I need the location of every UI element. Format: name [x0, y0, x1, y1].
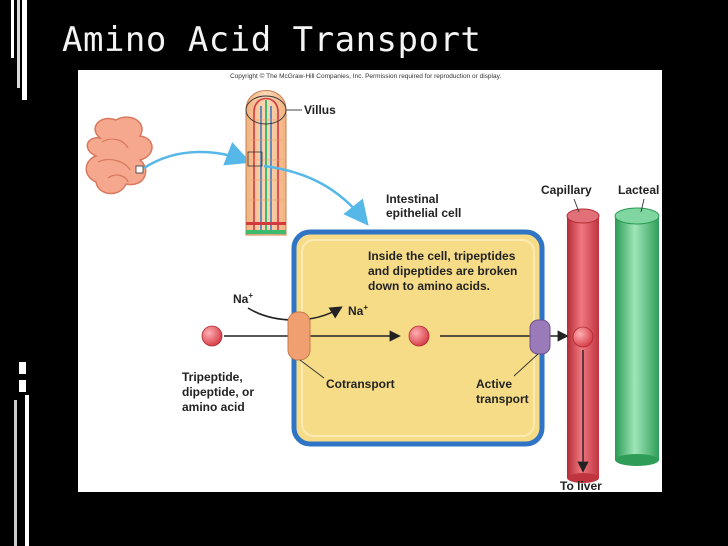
edge-bar-top-2: [17, 0, 20, 88]
to-liver-label: To liver: [560, 479, 602, 492]
zoom-arrow-intestine: [143, 142, 252, 170]
edge-bar-bottom-4: [14, 400, 17, 546]
molecule-label-line3: amino acid: [182, 400, 245, 414]
slide-title: Amino Acid Transport: [62, 20, 482, 60]
na-inside-label: Na+: [348, 303, 368, 318]
inside-text-line2: and dipeptides are broken: [368, 264, 517, 278]
edge-bar-top-1: [11, 0, 14, 58]
small-intestine-icon: [85, 116, 153, 195]
cotransporter-protein: [287, 311, 311, 361]
edge-bar-bottom-2: [19, 380, 26, 392]
edge-bar-bottom-1: [19, 362, 26, 374]
molecule-label-line1: Tripeptide,: [182, 370, 243, 384]
cell-label-line2: epithelial cell: [386, 206, 461, 220]
capillary-label: Capillary: [541, 183, 592, 197]
lacteal: [614, 207, 660, 466]
molecule-capillary: [572, 326, 594, 348]
na-outside-label: Na+: [233, 291, 253, 306]
cell-label-line1: Intestinal: [386, 192, 439, 206]
lacteal-label: Lacteal: [618, 183, 659, 197]
edge-bar-top-3: [22, 0, 27, 100]
figure-panel: Copyright © The McGraw-Hill Companies, I…: [78, 70, 662, 492]
villus-icon: [245, 90, 302, 236]
cotransport-label: Cotransport: [326, 377, 395, 391]
active-label-line2: transport: [476, 392, 529, 406]
edge-bar-bottom-3: [25, 395, 29, 546]
amino-acid-transport-diagram: Copyright © The McGraw-Hill Companies, I…: [85, 72, 660, 492]
zoom-arrow-villus: [263, 164, 369, 226]
molecule-label-line2: dipeptide, or: [182, 385, 254, 399]
active-label-line1: Active: [476, 377, 512, 391]
active-transporter-protein: [529, 319, 551, 355]
inside-text-line1: Inside the cell, tripeptides: [368, 249, 516, 263]
molecule-lumen: [201, 325, 223, 347]
villus-label: Villus: [304, 103, 336, 117]
copyright-text: Copyright © The McGraw-Hill Companies, I…: [230, 72, 501, 80]
molecule-cell: [408, 325, 430, 347]
inside-text-line3: down to amino acids.: [368, 279, 490, 293]
